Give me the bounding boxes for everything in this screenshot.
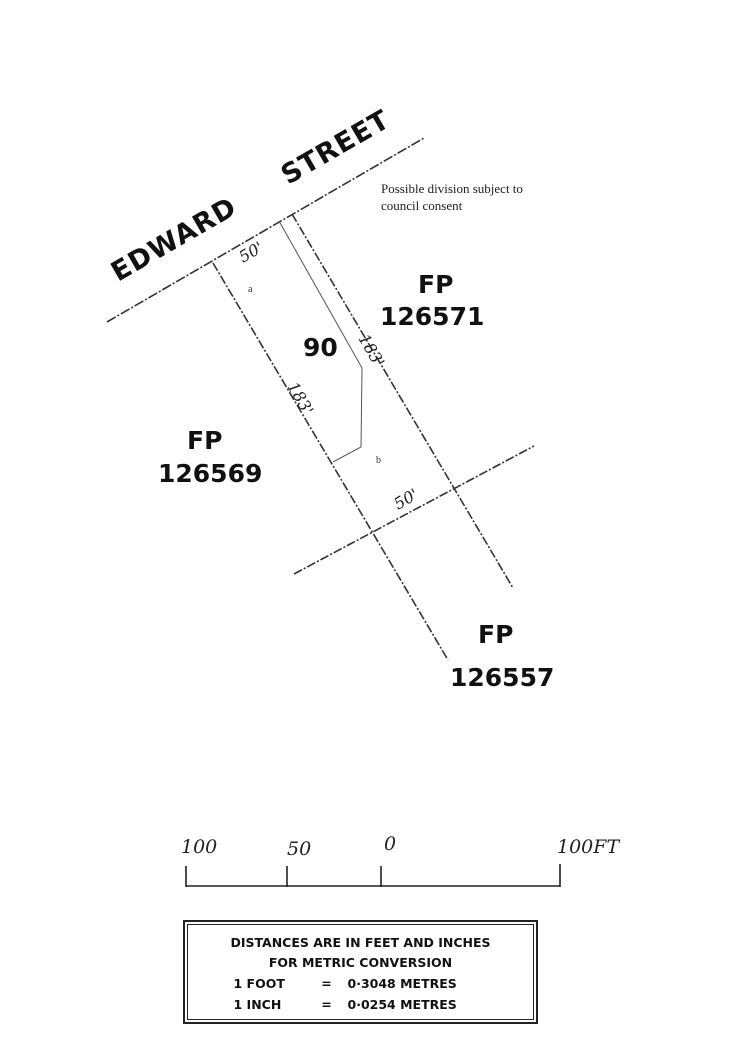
fp-126557-number: 126557 <box>450 663 554 692</box>
legend-unit: 1 FOOT <box>233 976 285 991</box>
division-line <box>278 220 363 463</box>
legend-unit: 1 INCH <box>233 997 282 1012</box>
note-line-2: council consent <box>381 198 463 213</box>
street-name-edward: EDWARD <box>106 191 242 288</box>
legend-equals: = <box>321 976 332 991</box>
note-line-1: Possible division subject to <box>381 181 523 196</box>
legend-heading-1: DISTANCES ARE IN FEET AND INCHES <box>230 935 491 950</box>
legend-equals: = <box>321 997 332 1012</box>
frontage-dimension: 50' <box>236 238 267 267</box>
portion-mark-a: a <box>248 284 253 295</box>
conversion-legend-inner: DISTANCES ARE IN FEET AND INCHES FOR MET… <box>187 924 534 1020</box>
rear-boundary-line <box>293 445 535 575</box>
lot-left-boundary <box>212 262 449 661</box>
scale-label-0: 0 <box>384 833 396 855</box>
scale-bar: 100 50 0 100FT <box>181 833 620 887</box>
street-boundary-line <box>106 137 425 323</box>
conversion-legend: DISTANCES ARE IN FEET AND INCHES FOR MET… <box>183 920 538 1024</box>
legend-value: 0·0254 METRES <box>347 997 457 1012</box>
scale-label-100-right: 100FT <box>557 836 620 858</box>
lot-right-boundary <box>291 213 514 589</box>
street-name-street: STREET <box>276 104 395 191</box>
fp-126571-number: 126571 <box>380 302 484 331</box>
scale-label-100-left: 100 <box>181 836 217 858</box>
fp-126569-prefix: FP <box>187 426 222 455</box>
fp-126569-number: 126569 <box>158 459 262 488</box>
portion-mark-b: b <box>376 455 381 466</box>
legend-value: 0·3048 METRES <box>347 976 457 991</box>
fp-126571-prefix: FP <box>418 270 453 299</box>
lot-number: 90 <box>303 333 338 362</box>
scale-label-50: 50 <box>287 838 311 860</box>
side-dimension-left: 183' <box>284 379 318 419</box>
legend-heading-2: FOR METRIC CONVERSION <box>268 955 453 970</box>
legend-row-inch: 1 INCH = 0·0254 METRES <box>188 994 533 1015</box>
fp-126557-prefix: FP <box>478 620 513 649</box>
legend-row-foot: 1 FOOT = 0·3048 METRES <box>188 973 533 994</box>
